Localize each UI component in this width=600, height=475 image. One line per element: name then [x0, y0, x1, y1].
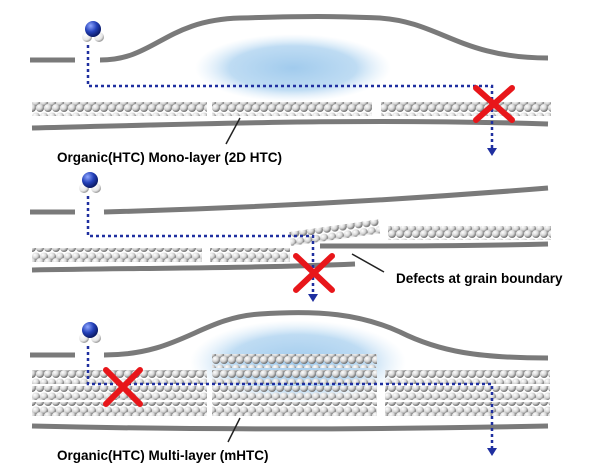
upper-membrane-line	[103, 310, 549, 361]
htc-chain	[289, 219, 381, 246]
diffusion-path	[86, 346, 494, 448]
diffusion-path	[86, 196, 315, 294]
htc-chain	[32, 102, 207, 116]
monolayer-label: Organic(HTC) Mono-layer (2D HTC)	[57, 150, 282, 165]
panel-grain-boundary: Defects at grain boundary	[30, 172, 563, 302]
red-x-cross-icon	[473, 85, 515, 123]
water-molecule-icon	[79, 172, 101, 193]
diffusion-arrowhead	[487, 448, 497, 456]
label-leader-line	[225, 117, 241, 145]
diffusion-path	[86, 45, 494, 148]
htc-chain	[385, 402, 550, 416]
htc-chain	[212, 370, 377, 384]
htc-chain	[212, 354, 377, 368]
htc-chain	[212, 402, 377, 416]
panel-multilayer: Organic(HTC) Multi-layer (mHTC)	[30, 310, 550, 463]
htc-chain	[385, 370, 550, 384]
water-molecule-icon	[82, 21, 104, 42]
htc-chain	[32, 370, 207, 384]
label-leader-line	[351, 253, 385, 273]
grain-boundary-label: Defects at grain boundary	[396, 271, 563, 286]
lower-membrane-line	[31, 423, 549, 432]
red-x-cross-icon	[103, 367, 143, 407]
lower-membrane-line	[31, 261, 356, 273]
lower-membrane-line	[319, 241, 549, 249]
label-leader-line	[227, 417, 241, 443]
red-x-cross-icon	[293, 253, 335, 293]
water-cloud	[195, 34, 391, 102]
htc-chain	[212, 102, 372, 116]
htc-chain	[388, 226, 551, 240]
panel-monolayer: Organic(HTC) Mono-layer (2D HTC)	[30, 14, 551, 165]
diffusion-arrowhead	[308, 294, 318, 302]
htc-chain	[32, 402, 207, 416]
htc-chain	[385, 386, 550, 400]
htc-chain	[381, 102, 551, 116]
upper-membrane-line	[103, 185, 549, 215]
lower-membrane-line	[31, 118, 549, 131]
htc-chain	[210, 248, 290, 262]
htc-chain	[32, 248, 202, 262]
water-molecule-icon	[79, 322, 101, 343]
htc-chain	[212, 386, 377, 400]
multilayer-label: Organic(HTC) Multi-layer (mHTC)	[57, 448, 269, 463]
upper-membrane-line	[99, 14, 549, 63]
diffusion-arrowhead	[487, 148, 497, 156]
